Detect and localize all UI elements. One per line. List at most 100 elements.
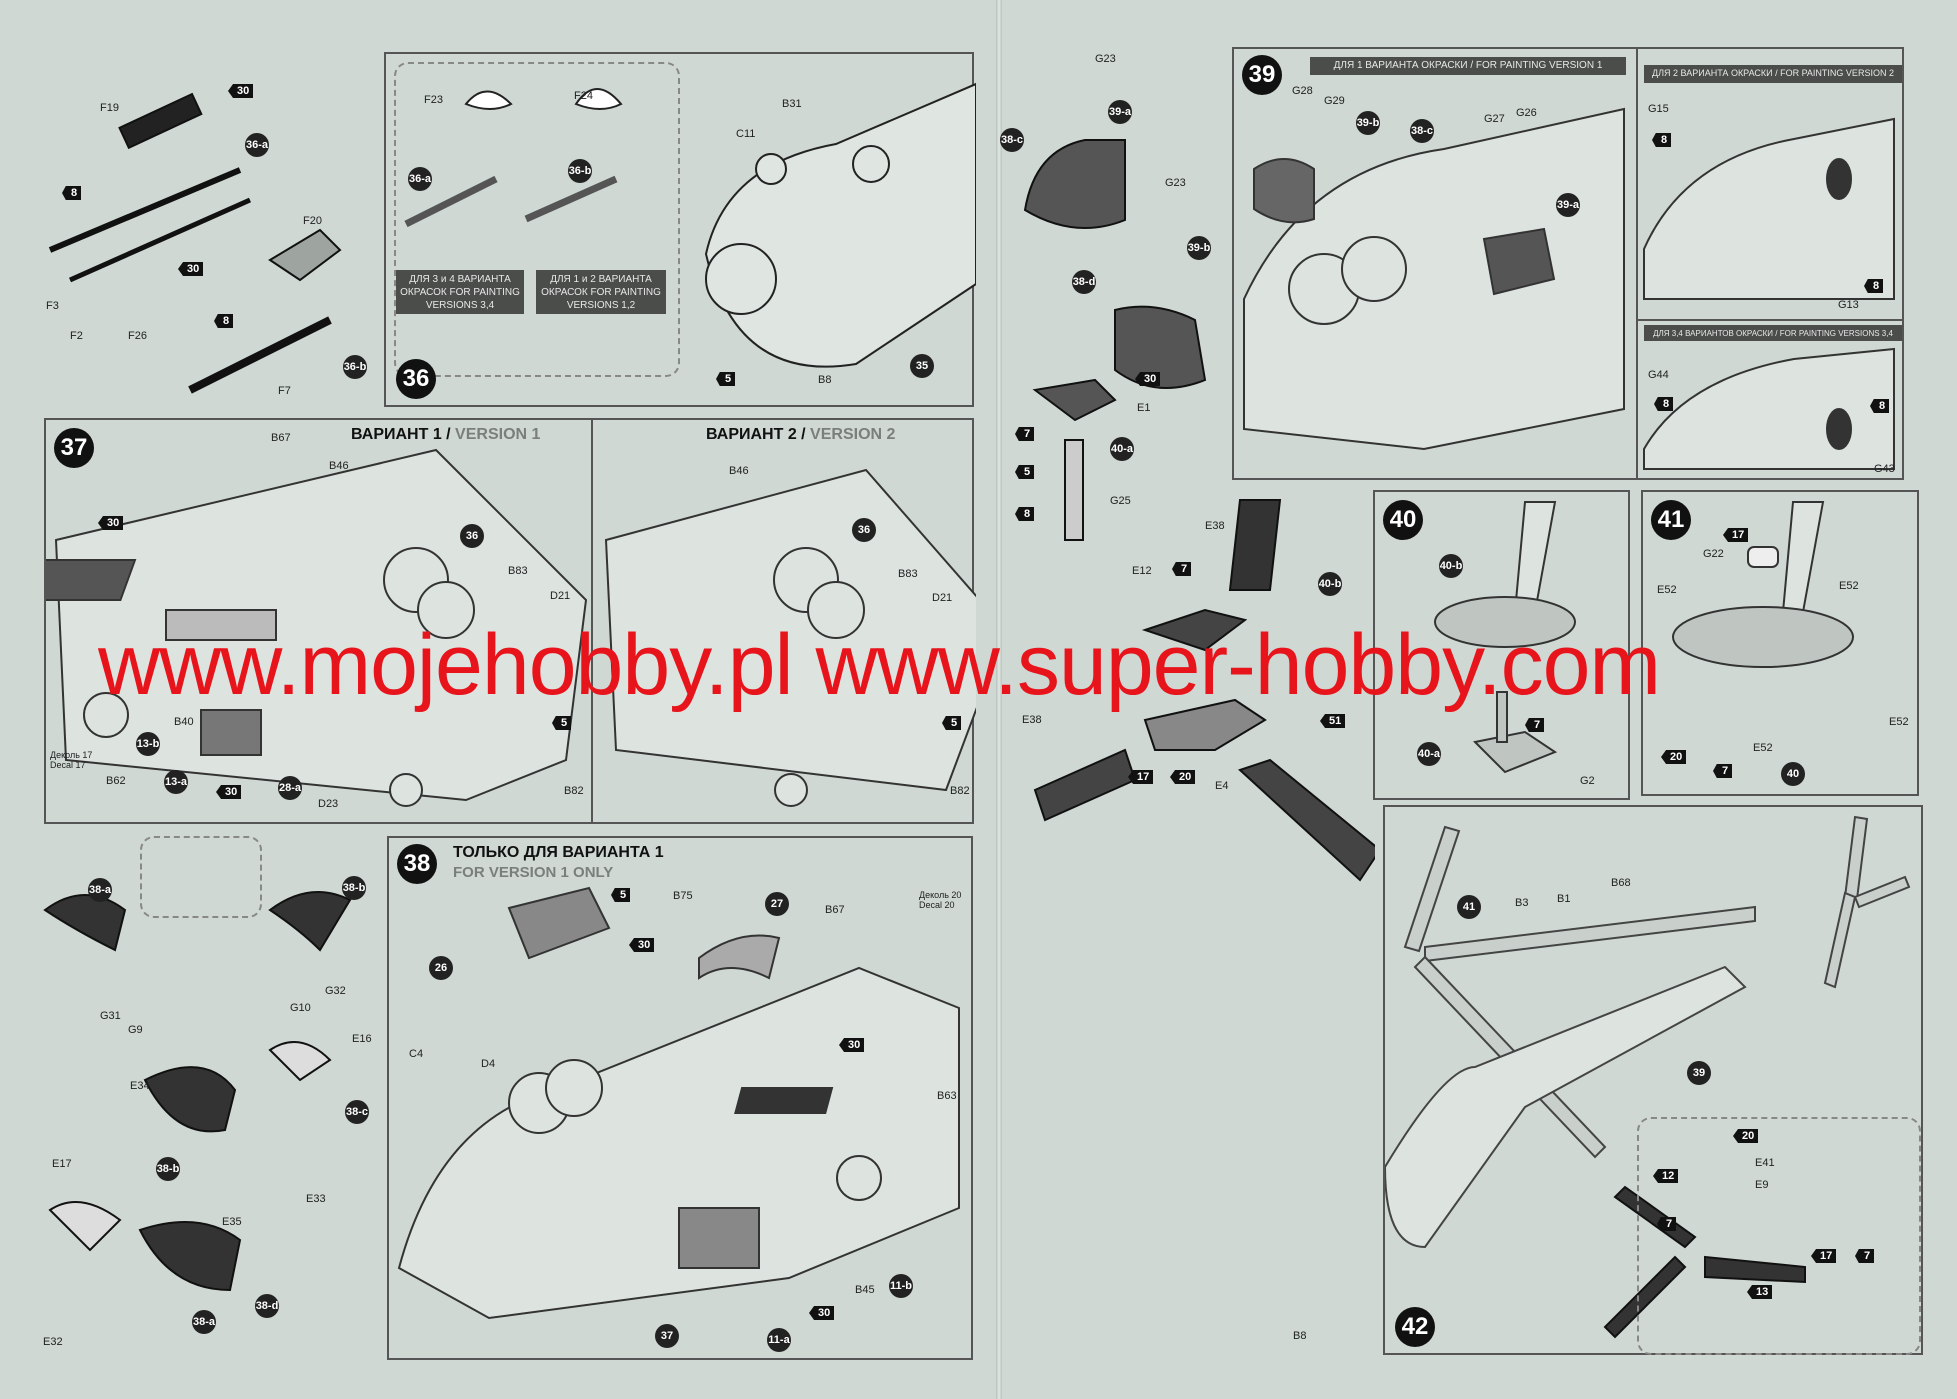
- glue-marker: 7: [1525, 718, 1545, 732]
- part-label: E16: [352, 1033, 372, 1045]
- helicopter-drawing: [1385, 815, 1911, 1339]
- rotor-hub-drawing: [1033, 499, 1375, 882]
- decal-label: Деколь 20 Decal 20: [919, 890, 962, 910]
- ref-badge: 38-b: [156, 1157, 180, 1181]
- cannon-drawing: [48, 92, 342, 394]
- ref-badge: 13-a: [164, 770, 188, 794]
- part-label: F24: [574, 90, 593, 102]
- version-1-bar: ДЛЯ 1 ВАРИАНТА ОКРАСКИ / FOR PAINTING VE…: [1310, 57, 1626, 75]
- step-38-title-ru: ТОЛЬКО ДЛЯ ВАРИАНТА 1: [453, 844, 664, 861]
- part-label: B67: [825, 904, 845, 916]
- decal-label: Деколь 17 Decal 17: [50, 750, 93, 770]
- glue-marker: 8: [1864, 279, 1884, 293]
- part-label: G32: [325, 985, 346, 997]
- part-label: G26: [1516, 107, 1537, 119]
- part-label: B62: [106, 775, 126, 787]
- part-label: E33: [306, 1193, 326, 1205]
- part-label: C11: [736, 128, 756, 140]
- ref-badge: 39-b: [1356, 111, 1380, 135]
- glue-marker: 7: [1855, 1249, 1875, 1263]
- step-39-panel: 39 ДЛЯ 1 ВАРИАНТА ОКРАСКИ / FOR PAINTING…: [1232, 47, 1904, 480]
- part-label: F23: [424, 94, 443, 106]
- hub-top-drawing: [1672, 501, 1854, 668]
- ref-badge: 35: [910, 354, 934, 378]
- part-label: B83: [508, 565, 528, 577]
- page-fold: [996, 0, 1002, 1399]
- part-label: F3: [46, 300, 59, 312]
- ref-badge: 26: [429, 956, 453, 980]
- part-label: E9: [1755, 1179, 1769, 1191]
- glue-marker: 20: [1170, 770, 1196, 784]
- ref-badge: 11-a: [767, 1328, 791, 1352]
- ref-badge: 36: [852, 518, 876, 542]
- part-label: E38: [1205, 520, 1225, 532]
- step-37-panel: 37 ВАРИАНТ 1 / VERSION 1 ВАРИАНТ 2 / VER…: [44, 418, 976, 824]
- ref-badge: 41: [1457, 895, 1481, 919]
- glue-marker: 30: [216, 785, 242, 799]
- glue-marker: 17: [1723, 528, 1749, 542]
- ref-badge: 27: [765, 892, 789, 916]
- step-number: 40: [1383, 500, 1423, 540]
- glue-marker: 8: [1015, 507, 1035, 521]
- glue-marker: 17: [1128, 770, 1154, 784]
- glue-marker: 30: [629, 938, 655, 952]
- watermark-text: www.mojehobby.pl www.super-hobby.com: [98, 617, 1661, 713]
- glue-marker: 8: [1654, 397, 1674, 411]
- part-label: E4: [1215, 780, 1229, 792]
- inset-box: [140, 836, 262, 918]
- glue-marker: 8: [1652, 133, 1672, 147]
- fuselage-drawing: [46, 448, 976, 807]
- glue-marker: 30: [228, 84, 254, 98]
- glue-marker: 17: [1811, 1249, 1837, 1263]
- step-number: 37: [54, 428, 94, 468]
- ref-badge: 39: [1687, 1061, 1711, 1085]
- part-label: E35: [222, 1216, 242, 1228]
- ref-badge: 38-c: [345, 1100, 369, 1124]
- ref-badge: 40-b: [1318, 572, 1342, 596]
- glue-marker: 30: [809, 1306, 835, 1320]
- part-label: G23: [1095, 53, 1116, 65]
- part-label: E52: [1657, 584, 1677, 596]
- glue-marker: 13: [1747, 1285, 1773, 1299]
- glue-marker: 30: [98, 516, 124, 530]
- ref-badge: 13-b: [136, 732, 160, 756]
- versions-3-4-bar: ДЛЯ 3,4 ВАРИАНТОВ ОКРАСКИ / FOR PAINTING…: [1644, 325, 1902, 341]
- ref-badge: 36: [460, 524, 484, 548]
- ref-badge: 28-a: [278, 776, 302, 800]
- part-label: B3: [1515, 897, 1529, 909]
- part-label: G10: [290, 1002, 311, 1014]
- glue-marker: 7: [1015, 427, 1035, 441]
- ref-badge: 11-b: [889, 1274, 913, 1298]
- part-label: F20: [303, 215, 322, 227]
- version-1-heading: ВАРИАНТ 1 / VERSION 1: [351, 426, 540, 444]
- glue-marker: 8: [214, 314, 234, 328]
- part-label: B68: [1611, 877, 1631, 889]
- heading-ru: ВАРИАНТ 2 /: [706, 426, 811, 443]
- part-label: E12: [1132, 565, 1152, 577]
- engine-cover-drawing: [43, 891, 352, 1292]
- glue-marker: 30: [178, 262, 204, 276]
- ref-badge: 38-d: [255, 1294, 279, 1318]
- part-label: B63: [937, 1090, 957, 1102]
- glue-marker: 20: [1733, 1129, 1759, 1143]
- part-label: C4: [409, 1048, 424, 1060]
- version-divider: [591, 420, 593, 822]
- part-label: G2: [1580, 775, 1595, 787]
- part-label: B31: [782, 98, 802, 110]
- step-number: 39: [1242, 55, 1282, 95]
- ref-badge: 36-b: [568, 159, 592, 183]
- step-40-panel: 40 40-b 40-a G2 7: [1373, 490, 1630, 800]
- part-label: G29: [1324, 95, 1345, 107]
- glue-marker: 5: [552, 716, 572, 730]
- part-label: B75: [673, 890, 693, 902]
- step-38-title-en: FOR VERSION 1 ONLY: [453, 864, 614, 881]
- ref-badge: 39-b: [1187, 236, 1211, 260]
- step-number: 41: [1651, 500, 1691, 540]
- ref-badge: 38-c: [1410, 119, 1434, 143]
- glue-marker: 7: [1713, 764, 1733, 778]
- part-label: G9: [128, 1024, 143, 1036]
- ref-badge: 40-b: [1439, 554, 1463, 578]
- engine-drawing: [1243, 107, 1895, 470]
- ref-badge: 38-c: [1000, 128, 1024, 152]
- heading-en: VERSION 1: [455, 426, 541, 443]
